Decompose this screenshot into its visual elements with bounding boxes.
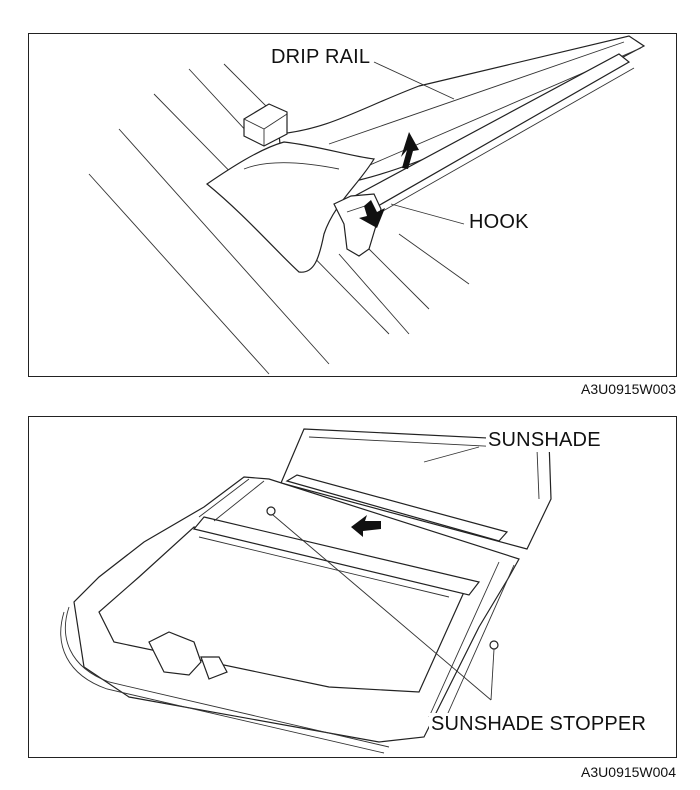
sunshade-edge [536,448,540,500]
sunshade-drawing [60,428,552,754]
up-arrow-icon [401,132,419,169]
drip-rail-figure: DRIP RAIL HOOK [28,33,677,377]
roof-line [338,253,410,335]
sunshade-handle [285,474,509,542]
flap-crease [243,162,340,170]
frame-edge [198,536,450,598]
roof-line [398,233,470,285]
stopper-leader [272,514,492,701]
hook-label: HOOK [467,211,531,234]
clip-edge [243,118,265,130]
frame-crossbar [192,516,481,596]
roof-line [88,173,270,375]
drain-tube [60,611,385,754]
side-rail [443,564,515,723]
clip-block [243,103,288,147]
drip-rail-flap [205,141,375,273]
motor-connector [200,656,228,680]
side-rail [213,480,265,522]
drip-rail-label: DRIP RAIL [269,46,373,69]
sunshade-stopper-left [266,506,276,516]
sunshade-label: SUNSHADE [486,429,603,452]
stopper-leader [490,648,495,701]
rail-edge [368,67,635,220]
drip-rail-drawing [88,35,646,375]
figure-code: A3U0915W003 [581,381,676,397]
side-rail [198,478,250,518]
slide-arrow-icon [351,515,381,537]
figure-code: A3U0915W004 [581,764,676,780]
motor-assembly [148,631,202,676]
drip-rail-leader [373,61,455,100]
clip-edge [263,113,288,130]
hook-leader [390,203,465,225]
drain-tube [65,606,390,748]
side-rail [428,561,500,718]
roof-line [368,248,430,310]
sunshade-stopper-label: SUNSHADE STOPPER [429,713,649,736]
sunshade-leader [423,446,480,463]
sunshade-stopper-right [489,640,499,650]
roof-line [118,128,330,365]
down-arrow-icon [359,200,385,228]
sunshade-figure: SUNSHADE SUNSHADE STOPPER [28,416,677,758]
roof-line [188,68,250,135]
rail-edge [328,41,625,145]
